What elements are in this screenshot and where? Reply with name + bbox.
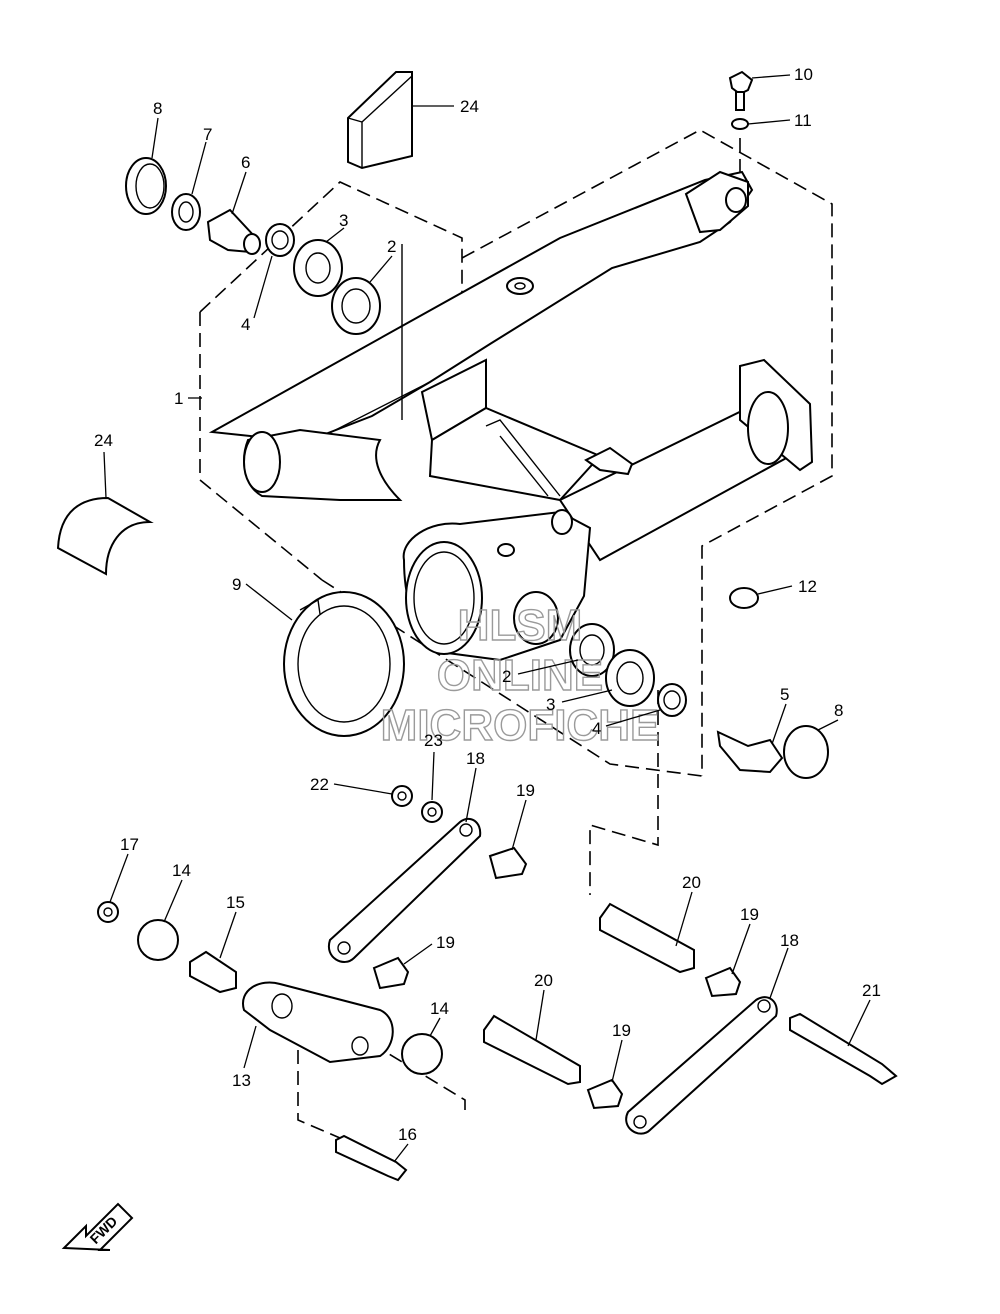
bolt-part-10 <box>728 70 754 111</box>
callout-2-left: 2 <box>387 237 396 256</box>
nut-part-22 <box>391 785 413 807</box>
callout-14-a: 14 <box>172 861 191 880</box>
callout-10: 10 <box>794 65 813 84</box>
spacer-part-19-d <box>586 1078 624 1110</box>
oil-seal-part-3-right <box>605 649 655 707</box>
collar-part-14-a <box>137 919 179 961</box>
callout-17: 17 <box>120 835 139 854</box>
callout-9: 9 <box>232 575 241 594</box>
bolt-part-16 <box>335 1134 408 1182</box>
callout-12: 12 <box>798 577 817 596</box>
callout-21: 21 <box>862 981 881 1000</box>
callout-19-b: 19 <box>436 933 455 952</box>
callout-19-c: 19 <box>740 905 759 924</box>
dust-cap-part-8-left <box>125 157 167 215</box>
callout-24-upper: 24 <box>460 97 479 116</box>
callout-16: 16 <box>398 1125 417 1144</box>
callout-6: 6 <box>241 153 250 172</box>
collar-part-20-upper <box>599 902 695 974</box>
fwd-direction-marker: FWD <box>61 1202 134 1251</box>
callout-18-lower: 18 <box>780 931 799 950</box>
callout-15: 15 <box>226 893 245 912</box>
leader-lines <box>103 74 871 1163</box>
spacer-part-19-b <box>372 956 410 990</box>
connecting-rod-part-18-lower <box>625 996 778 1135</box>
watermark-line-3: MICROFICHE <box>381 701 660 750</box>
relay-arm-part-13 <box>242 981 394 1064</box>
protector-pad-part-24-upper <box>347 71 413 170</box>
spacer-part-19-a <box>488 846 528 880</box>
dust-cap-part-8-right <box>783 725 829 779</box>
watermark-line-1: HLSM <box>458 601 583 650</box>
swingarm <box>208 170 814 662</box>
bearing-part-2-right <box>569 623 615 677</box>
callout-13: 13 <box>232 1071 251 1090</box>
connecting-rod-part-18-upper <box>327 817 482 963</box>
bushing-part-15 <box>189 950 237 994</box>
callout-14-b: 14 <box>430 999 449 1018</box>
callout-22: 22 <box>310 775 329 794</box>
callout-labels: 10 11 24 8 7 6 3 2 4 1 24 9 12 2 3 4 5 8… <box>94 65 881 1144</box>
spacer-part-19-c <box>704 966 742 998</box>
callout-7: 7 <box>203 125 212 144</box>
callout-20-lower: 20 <box>534 971 553 990</box>
callout-2-right: 2 <box>502 667 511 686</box>
washer-part-11 <box>731 118 749 130</box>
callout-18-upper: 18 <box>466 749 485 768</box>
callout-1: 1 <box>174 389 183 408</box>
pivot-shaft-part-5 <box>716 730 784 774</box>
callout-19-a: 19 <box>516 781 535 800</box>
callout-3-right: 3 <box>546 695 555 714</box>
nut-part-17 <box>97 901 119 923</box>
collar-part-14-b <box>401 1033 443 1075</box>
callout-8-right: 8 <box>834 701 843 720</box>
pivot-shaft-part-6 <box>206 208 261 255</box>
callout-19-d: 19 <box>612 1021 631 1040</box>
bearing-part-2-left <box>331 277 381 335</box>
bearing-ring-part-9 <box>283 591 405 737</box>
watermark: HLSM ONLINE MICROFICHE <box>380 600 660 750</box>
bolt-part-21 <box>789 1012 898 1086</box>
washer-part-23 <box>421 801 443 823</box>
collar-part-20-lower <box>483 1014 581 1086</box>
callout-3-left: 3 <box>339 211 348 230</box>
callout-8-left: 8 <box>153 99 162 118</box>
callout-11: 11 <box>794 111 812 130</box>
callout-23: 23 <box>424 731 443 750</box>
locknut-part-7 <box>171 193 201 231</box>
collar-part-4-right <box>657 683 687 717</box>
callout-20-upper: 20 <box>682 873 701 892</box>
callout-4-left: 4 <box>241 315 250 334</box>
collar-part-4-left <box>265 223 295 257</box>
oil-seal-part-3-left <box>293 239 343 297</box>
cap-part-12 <box>729 587 759 609</box>
protector-pad-part-24-lower <box>56 496 154 576</box>
callout-24-lower: 24 <box>94 431 113 450</box>
callout-5: 5 <box>780 685 789 704</box>
callout-4-right: 4 <box>592 719 601 738</box>
watermark-line-2: ONLINE <box>437 651 603 700</box>
